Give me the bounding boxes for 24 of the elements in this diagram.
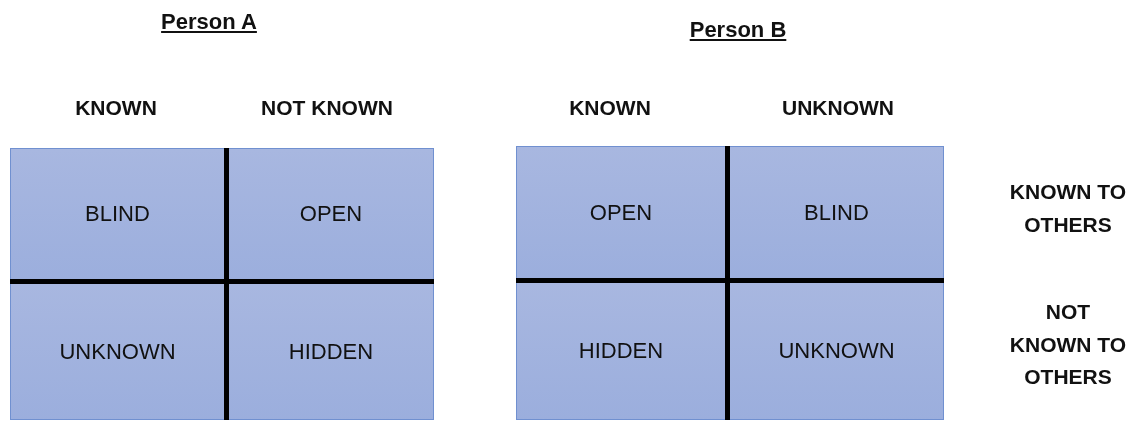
quadrant-label: HIDDEN — [578, 338, 664, 364]
quadrant-label: BLIND — [804, 199, 869, 226]
person-heading: Person B — [688, 16, 788, 44]
quadrant-label: BLIND — [85, 201, 150, 227]
row-heading: NOT KNOWN TO OTHERS — [1008, 299, 1128, 391]
quadrant-box — [229, 284, 433, 419]
column-heading: KNOWN — [74, 95, 158, 121]
quadrant-box — [11, 149, 224, 279]
column-heading: NOT KNOWN — [260, 95, 394, 121]
column-heading: UNKNOWN — [781, 95, 895, 121]
quadrant-label: OPEN — [589, 199, 653, 226]
quadrant-box — [730, 283, 943, 419]
quadrant-box — [11, 284, 224, 419]
quadrant-box — [517, 147, 725, 278]
quadrant-box — [229, 149, 433, 279]
quadrant-label: HIDDEN — [288, 338, 374, 365]
quadrant-label: UNKNOWN — [778, 338, 895, 364]
person-heading: Person A — [160, 8, 258, 36]
quadrant-box — [517, 283, 725, 419]
quadrant-label: OPEN — [299, 201, 363, 227]
quadrant-box — [730, 147, 943, 278]
row-heading: KNOWN TO OTHERS — [1008, 179, 1128, 238]
column-heading: KNOWN — [568, 95, 652, 121]
quadrant-label: UNKNOWN — [59, 338, 176, 365]
